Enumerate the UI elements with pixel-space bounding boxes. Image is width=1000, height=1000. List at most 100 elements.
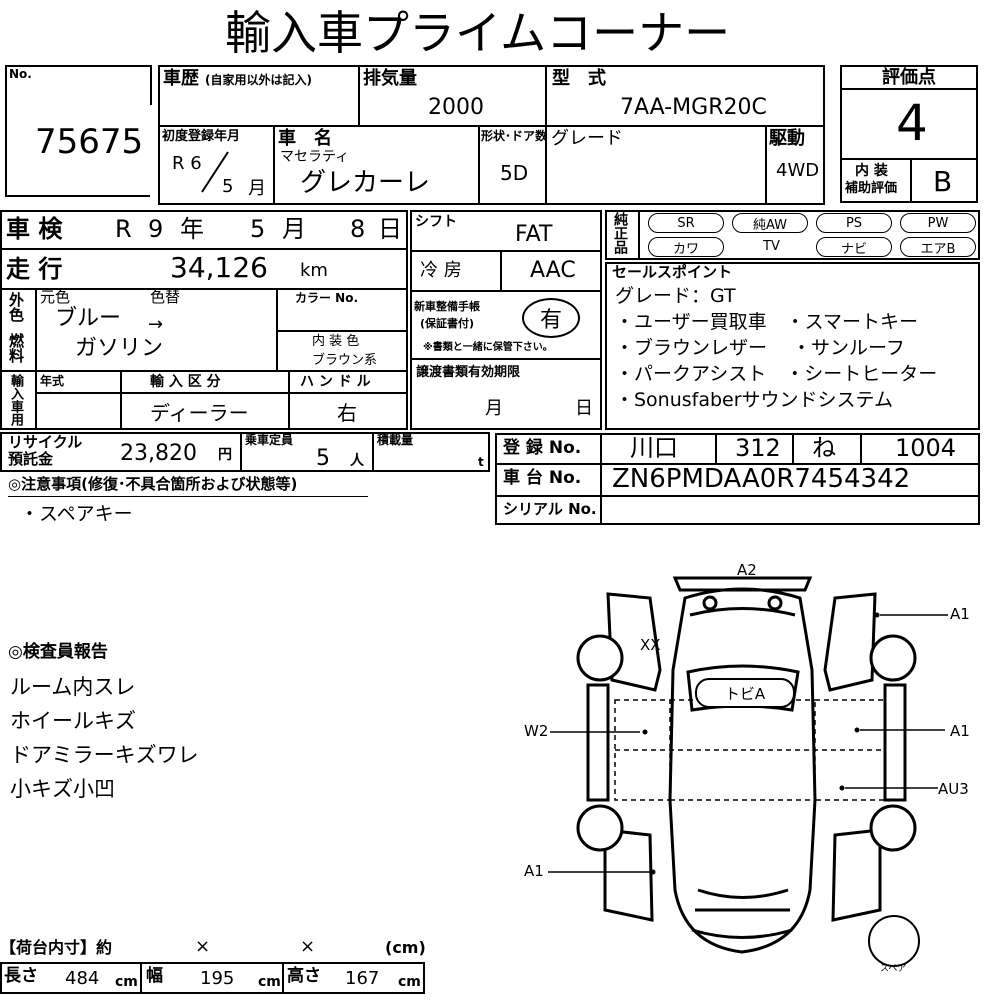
recycle-label-1: リサイクル [8,433,83,451]
capacity-value: 5 [316,446,330,471]
import-side-label: 輸入車用 [8,374,23,426]
model-code-value: 7AA-MGR20C [620,95,767,120]
shaken-day-unit: 日 [378,215,402,243]
handle-label: ハ ン ド ル [300,374,371,390]
center-block [410,210,602,430]
cargo-times-2: × [300,936,316,957]
color-change-arrow: → [148,314,164,335]
grade-label: グレード [551,128,623,149]
inspection-block [0,210,408,430]
interior-color-value: ブラウン系 [312,353,378,368]
car-name-label: 車 名 [278,128,332,149]
manual-value: 有 [522,298,580,338]
color-orig-label: 元色 [40,288,71,306]
equip-tv: TV [763,239,780,254]
color-change-label: 色替 [150,288,181,306]
sales-points-label: セールスポイント [612,263,733,281]
equip-navi: ナビ [816,237,892,257]
model-code-label: 型 式 [552,68,606,89]
sales-point-line: ・Sonusfaberサウンドシステム [615,389,893,411]
rating-box [840,65,978,203]
cargo-heading: 【荷台内寸】約 [0,938,113,957]
first-reg-era: R 6 [172,153,202,174]
registration-area: 川口 [630,434,678,462]
cargo-width-label: 幅 [146,966,163,986]
shaken-era: R [115,215,132,243]
mark-front-bumper: A2 [737,561,757,579]
load-unit: t [478,455,484,469]
sales-point-line: ・パークアシスト ・シートヒーター [615,363,938,385]
car-damage-diagram [548,576,948,954]
equip-leather: カワ [648,237,724,257]
inspector-item: 小キズ小凹 [10,777,115,801]
rating-label: 評価点 [882,67,936,88]
fuel-label: 燃料 [7,333,25,363]
page-title: 輸入車プライムコーナー [225,6,731,60]
recycle-value: 23,820 [120,441,197,466]
mark-windshield: トビA [695,678,795,708]
transfer-month-unit: 月 [485,398,503,419]
lot-number: 75675 [35,122,144,162]
registration-block [495,433,980,525]
registration-kana: ね [812,434,836,462]
transfer-label: 譲渡書類有効期限 [416,365,521,380]
displacement-label: 排気量 [363,68,417,89]
inspector-item: ルーム内スレ [10,675,136,699]
shaken-year-unit: 年 [180,215,204,243]
transfer-day-unit: 日 [575,398,593,419]
interior-rating-value: B [933,165,953,198]
car-name: グレカーレ [300,168,431,198]
import-year-label: 年式 [40,374,65,388]
lot-label: No. [9,67,32,81]
capacity-label: 乗車定員 [245,433,294,447]
cargo-length: 484 [65,968,100,989]
cargo-unit-note: (cm) [385,938,426,957]
equip-sr: SR [648,213,724,233]
drive-label: 駆動 [769,128,805,149]
handle-value: 右 [337,401,357,425]
first-reg-month: 5 [222,176,234,197]
inspector-heading: ◎検査員報告 [8,642,108,662]
capacity-unit: 人 [350,453,364,469]
cargo-width-unit: cm [258,974,281,990]
ac-value: AAC [530,258,576,283]
manual-label-2: (保証書付) [420,317,475,330]
rating-value: 4 [896,94,928,152]
chassis-label: 車 台 No. [503,468,582,488]
mark-hood: XX [640,636,661,654]
ac-label: 冷 房 [420,260,462,281]
manual-label-1: 新車整備手帳 [414,300,480,313]
cargo-times-1: × [195,936,211,957]
color-code-label: カラー No. [295,291,359,305]
doors-value: 5D [500,161,529,185]
sales-point-line: ・ブラウンレザー ・サンルーフ [615,337,905,359]
shaken-month-unit: 月 [282,215,306,243]
equip-aw: 純AW [732,213,808,233]
recycle-label-2: 預託金 [8,450,54,468]
first-reg-month-unit: 月 [248,178,266,199]
inspector-item: ホイールキズ [10,709,136,733]
cargo-height-unit: cm [398,974,421,990]
interior-rating-label-1: 内 装 [855,163,888,179]
sales-points-box [605,262,980,430]
mark-right-door: A1 [950,722,970,740]
mileage-unit: km [300,260,328,281]
load-label: 積載量 [377,433,414,447]
shift-value: FAT [515,222,553,247]
equipment-box [605,210,980,260]
recycle-unit: 円 [218,447,232,463]
cargo-height-label: 高さ [287,966,321,986]
equipment-label: 純正品 [612,212,628,254]
registration-class: 312 [735,434,781,462]
import-type-value: ディーラー [150,401,249,425]
interior-color-label: 内 装 色 [312,334,360,349]
drive-value: 4WD [776,160,820,181]
cargo-dims-row [0,962,425,994]
notes-heading: ◎注意事項(修復･不具合箇所および状態等) [8,475,298,493]
mileage-value: 34,126 [170,251,268,284]
shaken-month: 5 [250,215,266,243]
sales-point-line: グレード：GT [615,285,736,307]
cargo-length-label: 長さ [4,966,38,986]
registration-number: 1004 [895,434,957,462]
mark-left-rear-fender: A1 [524,862,544,880]
